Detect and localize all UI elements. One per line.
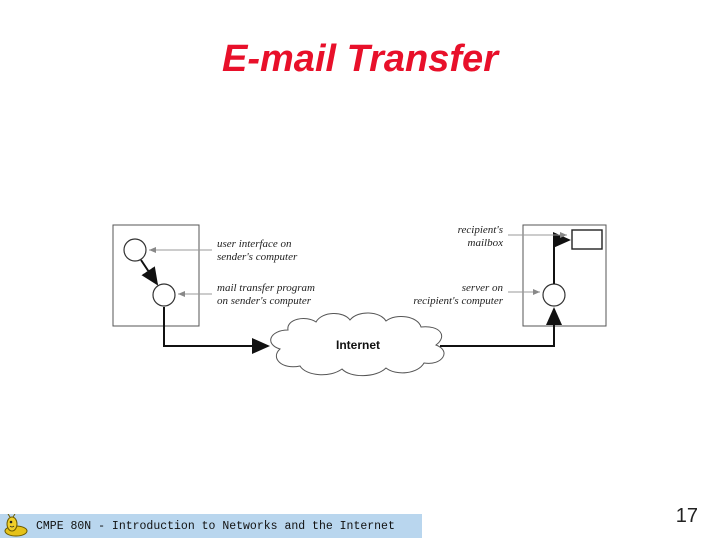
program-label-line1: mail transfer program [217,282,315,294]
recipient-server-circle [542,283,566,307]
internet-cloud [270,312,445,377]
server-to-mailbox-arrow [553,232,571,284]
banana-slug-mascot-icon [0,514,32,538]
mailbox-label-line2: mailbox [468,237,504,249]
sender-to-internet-arrow [163,307,270,354]
sender-computer-box [112,224,200,327]
server-label-line1: server on [462,282,504,294]
user-interface-circle [123,238,147,262]
internet-to-recipient-arrow [440,307,562,347]
page-number: 17 [675,505,698,527]
program-label-line2: on sender's computer [217,295,312,307]
recipient-mailbox-rect [571,229,603,250]
internet-label: Internet [336,338,380,352]
ui-label-line2: sender's computer [217,251,298,263]
mailbox-label-line1: recipient's [458,224,503,236]
ui-to-program-arrow [140,259,159,286]
sender-mail-program-circle [152,283,176,307]
footer-bar: CMPE 80N - Introduction to Networks and … [0,514,422,538]
server-label-line2: recipient's computer [413,295,503,307]
slide-title: E-mail Transfer [222,38,498,80]
ui-label-line1: user interface on [217,238,292,250]
course-footer-text: CMPE 80N - Introduction to Networks and … [36,519,395,533]
